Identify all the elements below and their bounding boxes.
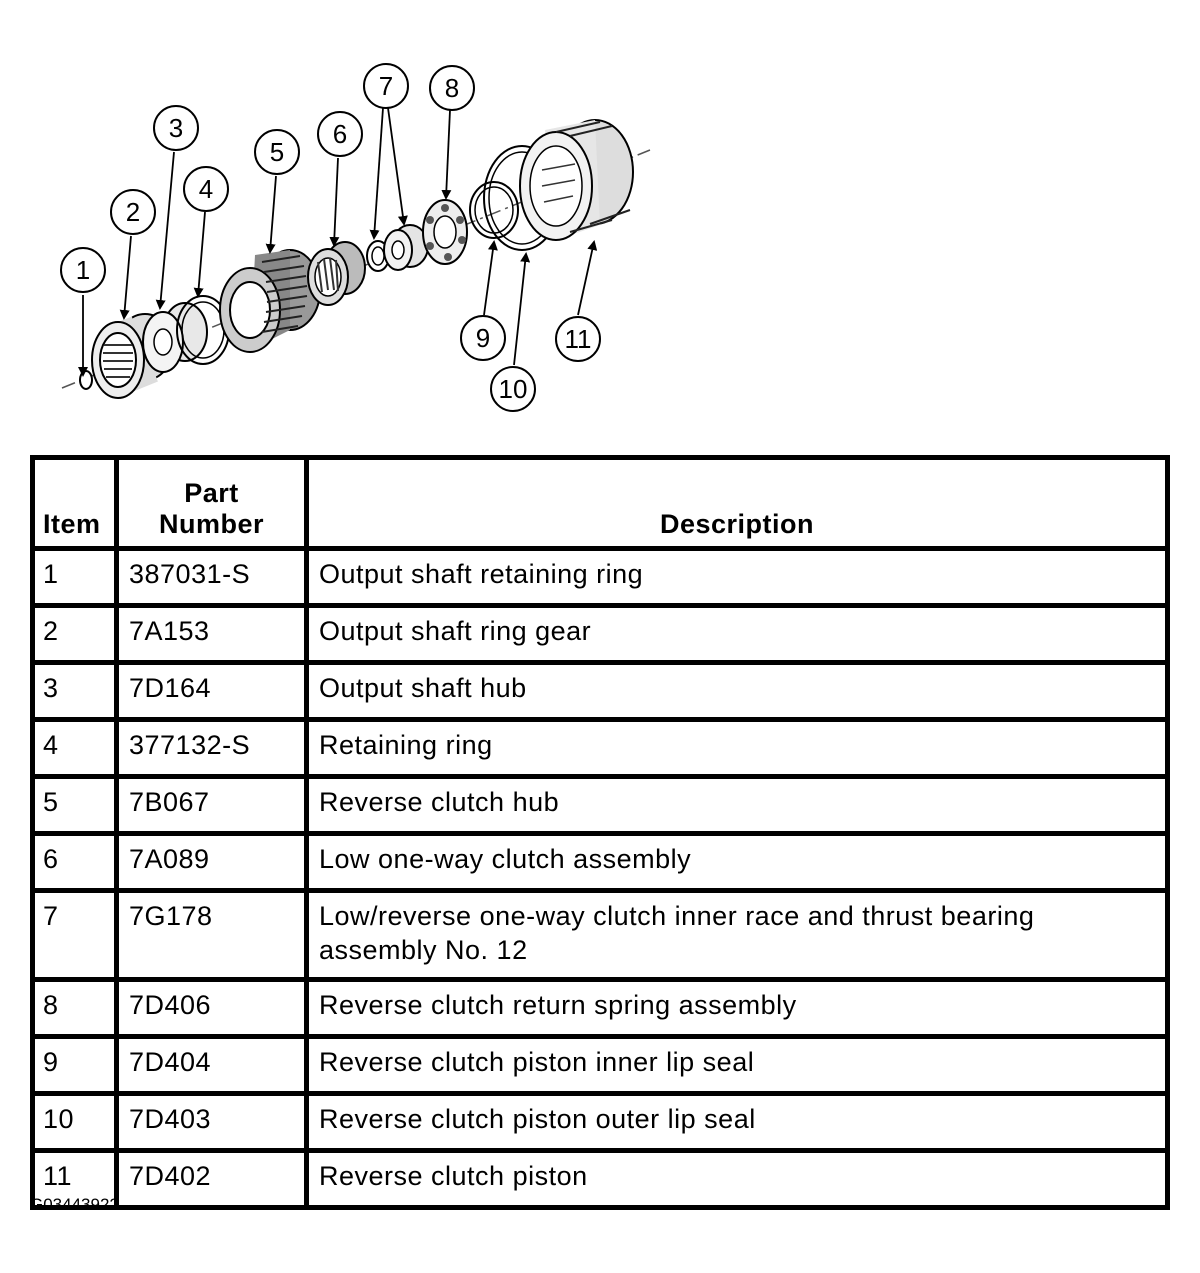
callout-6: 6 [317, 111, 363, 157]
callout-4: 4 [183, 166, 229, 212]
part-number-cell: 377132-S [114, 717, 309, 779]
description-cell: Reverse clutch return spring assembly [304, 977, 1170, 1039]
part-5-reverse-clutch-hub [219, 249, 321, 353]
part-number-cell: 7D404 [114, 1034, 309, 1096]
part-6-one-way-clutch [307, 241, 366, 306]
svg-text:1: 1 [76, 255, 90, 285]
svg-text:10: 10 [499, 374, 528, 404]
item-cell: 1 [30, 546, 119, 608]
item-cell: 6 [30, 831, 119, 893]
svg-text:4: 4 [199, 174, 213, 204]
part-number-cell: 7A153 [114, 603, 309, 665]
part-number-cell: 7G178 [114, 888, 309, 982]
description-cell: Retaining ring [304, 717, 1170, 779]
part-9-inner-lip-seal [469, 181, 519, 239]
callout-5: 5 [254, 129, 300, 175]
item-cell: 4 [30, 717, 119, 779]
callout-10: 10 [490, 366, 536, 412]
table-header-row: Item Part Number Description [30, 455, 1170, 551]
leader-lines [78, 107, 598, 377]
part-7-inner-race-and-thrust-bearing [366, 224, 429, 272]
description-cell: Low one-way clutch assembly [304, 831, 1170, 893]
part-8-return-spring-assembly [422, 199, 468, 265]
callout-2: 2 [110, 189, 156, 235]
svg-text:7: 7 [379, 71, 393, 101]
part-number-cell: 387031-S [114, 546, 309, 608]
callout-9: 9 [460, 315, 506, 361]
callout-7: 7 [363, 63, 409, 109]
description-cell: Reverse clutch piston inner lip seal [304, 1034, 1170, 1096]
svg-text:3: 3 [169, 113, 183, 143]
item-cell: 8 [30, 977, 119, 1039]
svg-text:2: 2 [126, 197, 140, 227]
item-cell: 3 [30, 660, 119, 722]
exploded-view-diagram: 1 2 3 4 5 6 7 8 9 10 11 [60, 63, 651, 412]
part-number-cell: 7D406 [114, 977, 309, 1039]
svg-text:9: 9 [476, 323, 490, 353]
callout-8: 8 [429, 65, 475, 111]
callout-3: 3 [153, 105, 199, 151]
part-number-cell: 7D164 [114, 660, 309, 722]
description-cell: Output shaft ring gear [304, 603, 1170, 665]
callout-1: 1 [60, 247, 106, 293]
item-cell: 7 [30, 888, 119, 982]
svg-text:6: 6 [333, 119, 347, 149]
header-part-number: Part Number [114, 455, 309, 551]
part-3-output-shaft-hub [142, 302, 208, 373]
header-item: Item [30, 455, 119, 551]
item-cell: 2 [30, 603, 119, 665]
description-cell: Output shaft hub [304, 660, 1170, 722]
description-cell: Low/reverse one-way clutch inner race an… [304, 888, 1170, 982]
part-1-retaining-ring [79, 370, 93, 390]
description-cell: Output shaft retaining ring [304, 546, 1170, 608]
part-number-cell: 7A089 [114, 831, 309, 893]
header-description: Description [304, 455, 1170, 551]
description-cell: Reverse clutch hub [304, 774, 1170, 836]
svg-text:8: 8 [445, 73, 459, 103]
part-number-cell: 7D402 [114, 1148, 309, 1210]
figure-id: G03443922 [30, 1195, 119, 1214]
description-cell: Reverse clutch piston [304, 1148, 1170, 1210]
callout-11: 11 [555, 316, 601, 362]
item-cell: 11 [30, 1148, 119, 1210]
description-cell: Reverse clutch piston outer lip seal [304, 1091, 1170, 1153]
svg-text:5: 5 [270, 137, 284, 167]
item-cell: 9 [30, 1034, 119, 1096]
part-number-cell: 7D403 [114, 1091, 309, 1153]
item-cell: 5 [30, 774, 119, 836]
svg-text:11: 11 [565, 324, 592, 354]
part-number-cell: 7B067 [114, 774, 309, 836]
part-11-reverse-clutch-piston [519, 119, 634, 241]
item-cell: 10 [30, 1091, 119, 1153]
